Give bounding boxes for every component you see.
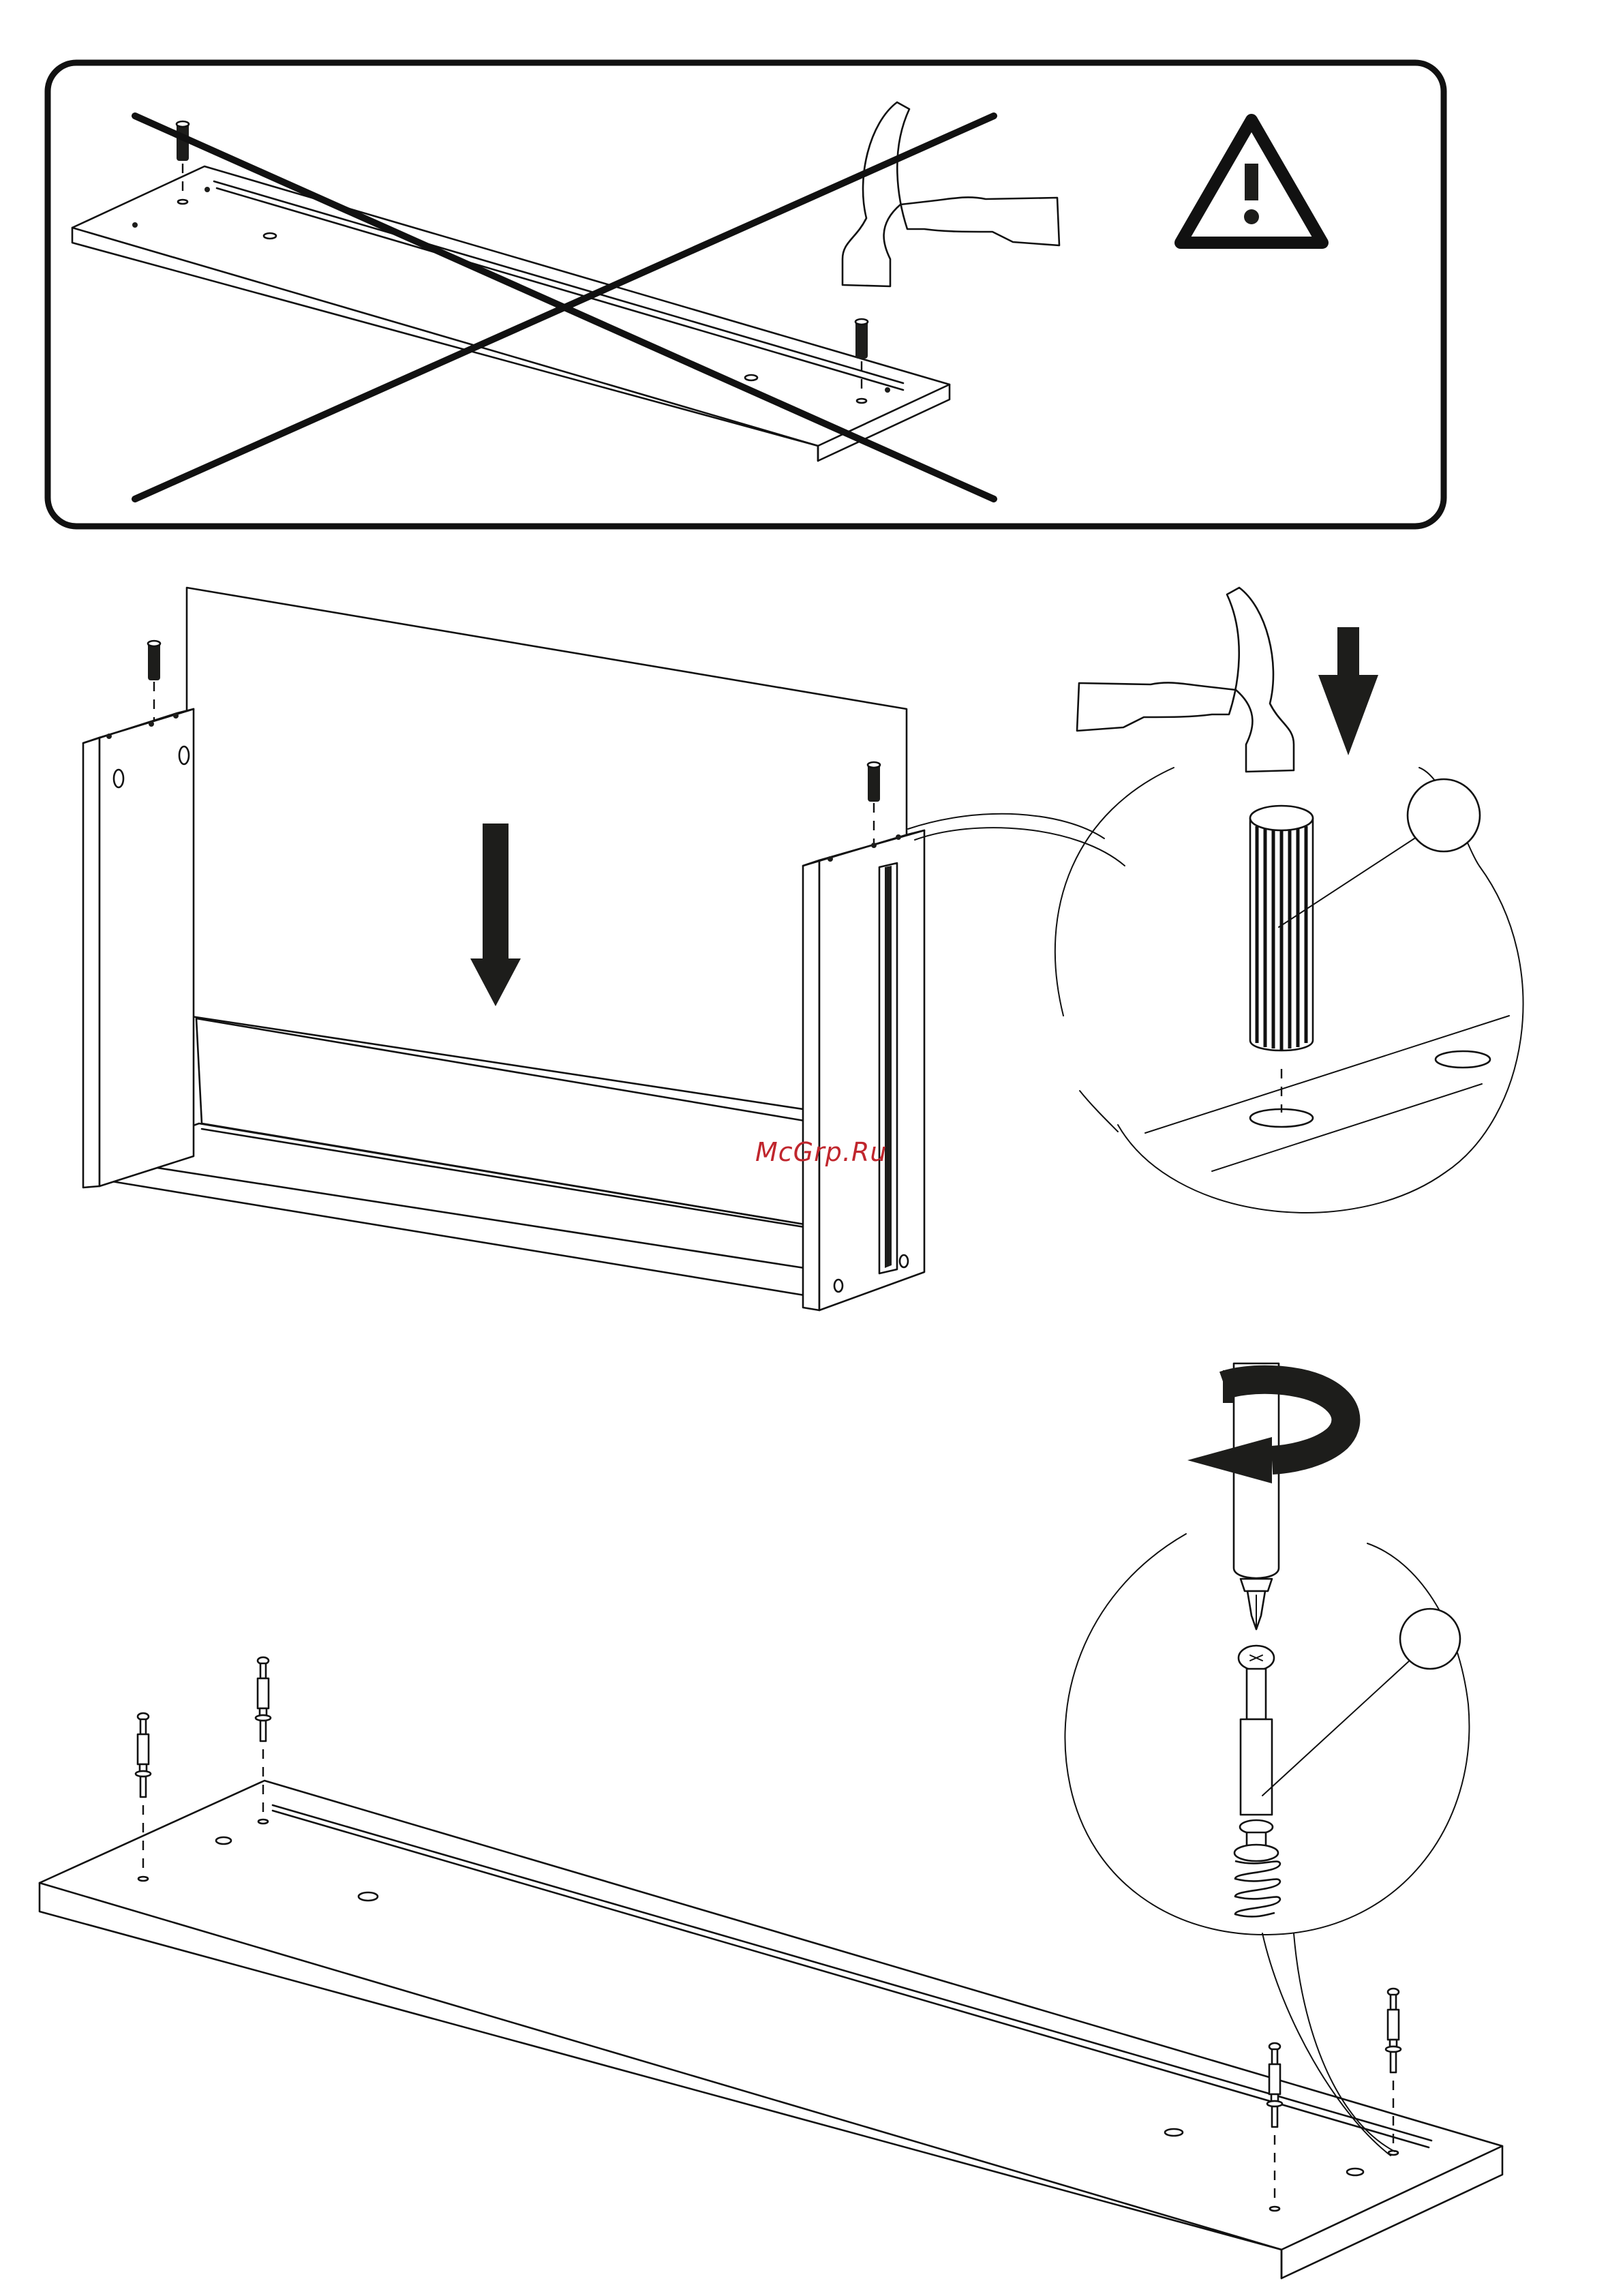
callout-circle-icon <box>1055 768 1174 1016</box>
dowel-insertion-panel <box>83 588 1523 1310</box>
cam-bolt-icon <box>1234 1646 1280 1916</box>
cam-bolt-panel <box>40 1363 1502 2278</box>
hammer-icon <box>1077 588 1294 772</box>
right-side-panel <box>819 830 924 1310</box>
wooden-dowel-icon <box>1250 806 1313 1051</box>
shelf-board-top <box>72 166 950 461</box>
cam-bolt-icon <box>1386 1989 1401 2072</box>
wooden-dowel-icon <box>148 641 160 680</box>
cam-bolt-icon <box>256 1657 271 1741</box>
hammer-icon <box>843 102 1059 286</box>
callout-circle-icon <box>1400 1609 1460 1669</box>
warning-panel <box>48 63 1444 526</box>
warning-triangle-icon <box>1181 120 1322 243</box>
no-hammer-cross-icon <box>135 116 994 499</box>
wooden-dowel-icon <box>868 762 880 802</box>
screwdriver-icon <box>1234 1363 1279 1629</box>
watermark-text: McGrp.Ru <box>755 1137 887 1167</box>
shelf-board-bottom <box>40 1781 1502 2278</box>
cam-bolt-icon <box>136 1713 151 1797</box>
down-arrow-icon <box>1318 627 1378 755</box>
warning-frame <box>48 63 1444 526</box>
callout-circle-icon <box>1408 779 1480 851</box>
wooden-dowel-icon <box>855 319 868 359</box>
